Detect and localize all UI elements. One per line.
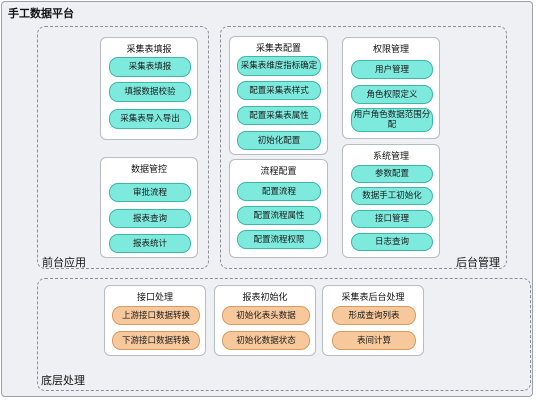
group-report-init: 报表初始化 初始化表头数据 初始化数据状态	[214, 285, 316, 356]
report-query-button[interactable]: 报表查询	[109, 209, 191, 228]
group-data-control: 数据管控 审批流程 报表查询 报表统计	[100, 157, 198, 258]
user-management-button[interactable]: 用户管理	[351, 60, 433, 79]
report-stats-button[interactable]: 报表统计	[109, 234, 191, 253]
base-zone-label: 底层处理	[41, 374, 85, 387]
log-query-button[interactable]: 日志查询	[351, 233, 433, 251]
group-flow-config: 流程配置 配置流程 配置流程属性 配置流程权限	[229, 159, 328, 258]
init-status-button[interactable]: 初始化数据状态	[222, 331, 310, 350]
group-system-title: 系统管理	[372, 152, 409, 162]
group-collect-config-title: 采集表配置	[255, 44, 301, 54]
group-flow-config-title: 流程配置	[260, 167, 297, 177]
user-role-scope-button[interactable]: 用户角色数据范围分配	[351, 108, 433, 132]
group-interface: 接口处理 上游接口数据转换 下游接口数据转换	[104, 285, 206, 356]
param-config-button[interactable]: 参数配置	[351, 165, 433, 183]
config-flow-permission-button[interactable]: 配置流程权限	[237, 230, 321, 249]
approval-flow-button[interactable]: 审批流程	[109, 183, 191, 202]
downstream-convert-button[interactable]: 下游接口数据转换	[112, 331, 200, 350]
config-flow-button[interactable]: 配置流程	[237, 182, 321, 201]
query-list-button[interactable]: 形成查询列表	[332, 306, 416, 325]
collect-dimension-button[interactable]: 采集表维度指标确定	[237, 56, 321, 76]
fill-data-validation-button[interactable]: 填报数据校验	[109, 82, 191, 102]
upstream-convert-button[interactable]: 上游接口数据转换	[112, 306, 200, 325]
frontend-zone	[37, 26, 209, 269]
interface-management-button[interactable]: 接口管理	[351, 210, 433, 228]
group-collect-fill-title: 采集表填报	[126, 45, 172, 55]
collect-import-export-button[interactable]: 采集表导入导出	[109, 109, 191, 129]
group-collect-backend: 采集表后台处理 形成查询列表 表间计算	[322, 285, 424, 356]
cross-table-calc-button[interactable]: 表间计算	[332, 331, 416, 350]
config-flow-attr-button[interactable]: 配置流程属性	[237, 206, 321, 225]
collect-attr-button[interactable]: 配置采集表属性	[237, 106, 321, 125]
group-interface-title: 接口处理	[136, 293, 173, 303]
collect-style-button[interactable]: 配置采集表样式	[237, 81, 321, 100]
role-permission-button[interactable]: 角色权限定义	[351, 85, 433, 104]
group-system: 系统管理 参数配置 数据手工初始化 接口管理 日志查询	[342, 144, 440, 258]
group-report-init-title: 报表初始化	[242, 293, 288, 303]
base-zone	[37, 278, 531, 391]
init-config-button[interactable]: 初始化配置	[237, 131, 321, 150]
manual-init-button[interactable]: 数据手工初始化	[351, 187, 433, 205]
group-collect-config: 采集表配置 采集表维度指标确定 配置采集表样式 配置采集表属性 初始化配置	[229, 36, 328, 155]
backend-zone	[220, 26, 507, 269]
group-collect-backend-title: 采集表后台处理	[341, 293, 405, 303]
init-header-button[interactable]: 初始化表头数据	[222, 306, 310, 325]
group-permission: 权限管理 用户管理 角色权限定义 用户角色数据范围分配	[342, 37, 440, 139]
group-data-control-title: 数据管控	[130, 165, 167, 175]
group-permission-title: 权限管理	[372, 45, 409, 55]
backend-zone-label: 后台管理	[456, 256, 500, 269]
platform-title: 手工数据平台	[8, 7, 74, 20]
frontend-zone-label: 前台应用	[42, 256, 86, 269]
group-collect-fill: 采集表填报 采集表填报 填报数据校验 采集表导入导出	[100, 37, 198, 140]
collect-fill-button[interactable]: 采集表填报	[109, 57, 191, 77]
